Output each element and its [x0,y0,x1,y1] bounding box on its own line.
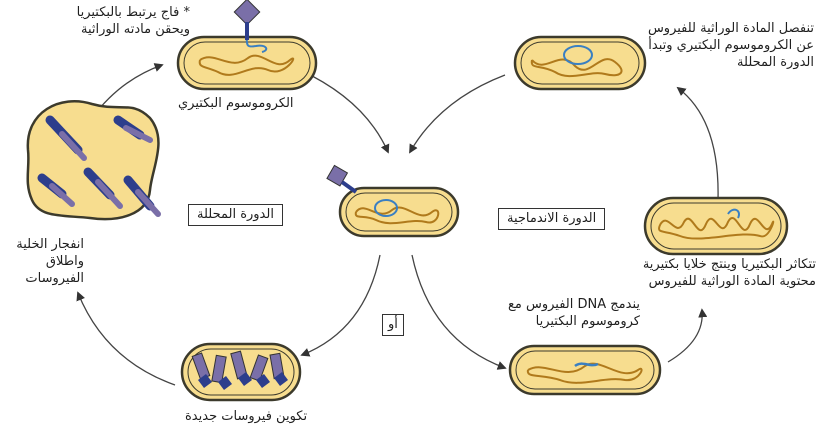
arrow-attach-to-center [299,69,390,154]
label-phage-attach: * فاج يرتبط بالبكتيريا ويحقن مادته الورا… [76,5,190,37]
label-bacteria-reproduce: تتكاثر البكتيريا وينتج خلايا بكتيرية محت… [642,257,816,289]
or-box: أو [382,314,404,336]
arrow-center-to-integrate [411,254,507,370]
label-dna-separates: تنفصل المادة الوراثية للفيروس عن الكرومو… [647,21,814,70]
bacterium-new-viruses [180,342,302,402]
cycle-arrows [76,63,719,386]
arrow-separate-to-center [409,74,506,154]
lytic-cycle-box: الدورة المحللة [188,204,283,226]
arrow-center-to-newvirus [300,254,381,357]
arrow-integrate-to-reproduce [667,308,708,363]
arrow-reproduce-to-separate [676,86,719,201]
label-dna-integrates: يندمج DNA الفيروس مع كروموسوم البكتيريا [507,297,640,329]
bacterium-dna-separate [513,35,647,91]
burst-cell [26,100,161,221]
bacterium-integrated [508,344,662,396]
bacterium-reproducing [643,196,789,256]
label-bacterial-chromosome: الكروموسوم البكتيري [178,96,294,111]
bacterium-with-phage [176,0,318,91]
label-cell-burst: انفجار الخلية واطلاق الفيروسات [16,237,84,286]
arrow-newvirus-to-burst [76,291,176,386]
center-bacterium [326,164,460,238]
label-new-viruses: تكوين فيروسات جديدة [185,409,308,424]
lysogenic-cycle-box: الدورة الاندماجية [498,208,606,230]
